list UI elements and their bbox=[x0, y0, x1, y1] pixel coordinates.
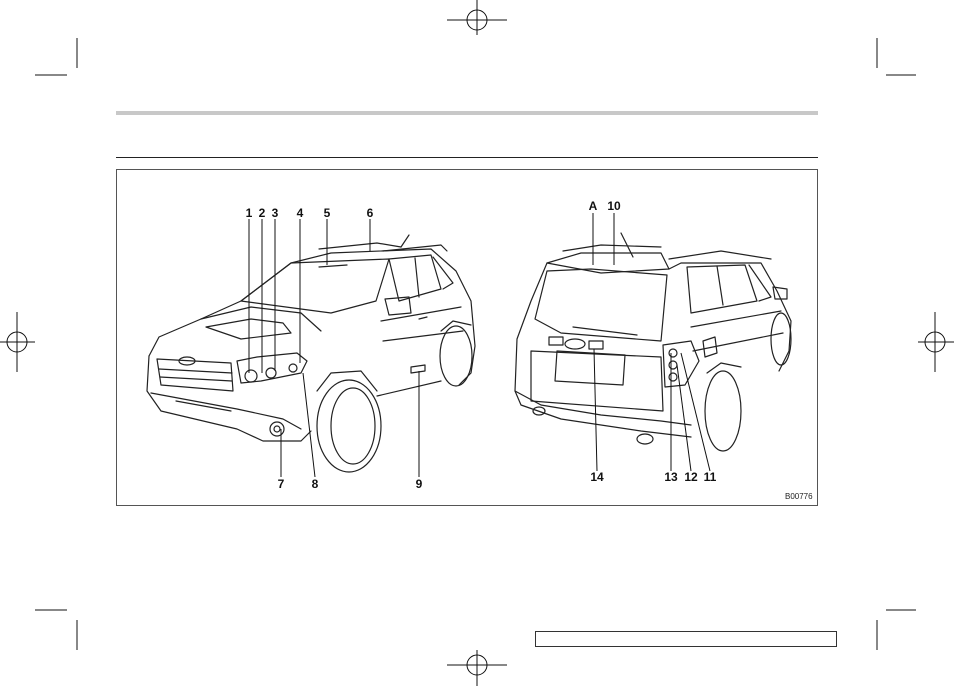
callout-7: 7 bbox=[278, 478, 285, 490]
callout-13: 13 bbox=[664, 471, 677, 483]
callout-A: A bbox=[589, 200, 598, 212]
callout-5: 5 bbox=[324, 207, 331, 219]
image-code: B00776 bbox=[785, 492, 813, 501]
callout-14: 14 bbox=[590, 471, 603, 483]
callout-6: 6 bbox=[367, 207, 374, 219]
callout-4: 4 bbox=[297, 207, 304, 219]
rear-vehicle-drawing bbox=[515, 233, 791, 451]
callout-8: 8 bbox=[312, 478, 319, 490]
callout-12: 12 bbox=[684, 471, 697, 483]
callout-11: 11 bbox=[704, 471, 717, 483]
vehicle-figure: 1 2 3 4 5 6 7 8 9 A 10 14 13 12 11 B0077… bbox=[116, 169, 818, 506]
footer-box bbox=[535, 631, 837, 647]
callout-3: 3 bbox=[272, 207, 279, 219]
front-vehicle-drawing bbox=[147, 235, 475, 472]
callout-9: 9 bbox=[416, 478, 423, 490]
section-rule bbox=[116, 157, 818, 158]
vehicle-illustration bbox=[117, 170, 817, 505]
callout-10: 10 bbox=[607, 200, 620, 212]
callout-1: 1 bbox=[246, 207, 253, 219]
callout-2: 2 bbox=[259, 207, 266, 219]
header-rule bbox=[116, 111, 818, 115]
